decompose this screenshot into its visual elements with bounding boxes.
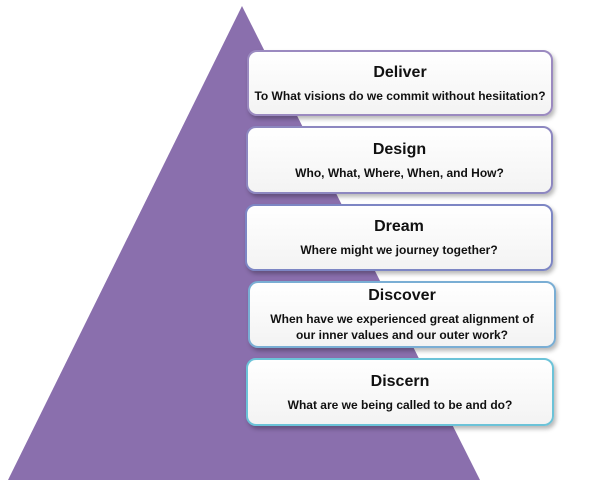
stage-discover-question: When have we experienced great alignment… [270,312,534,342]
stage-discover-title: Discover [368,287,436,304]
stage-discover-box: Discover When have we experienced great … [248,281,556,348]
stage-discern-box: Discern What are we being called to be a… [246,358,554,426]
stage-deliver-question: To What visions do we commit without hes… [254,88,546,103]
stage-design-question: Who, What, Where, When, and How? [295,165,504,180]
stage-discern-title: Discern [370,372,430,390]
stage-discern-question: What are we being called to be and do? [287,397,513,412]
stage-design-box: Design Who, What, Where, When, and How? [246,126,553,194]
stage-dream-question: Where might we journey together? [300,243,498,257]
stage-dream-box: Dream Where might we journey together? [245,204,553,271]
stage-deliver-box: Deliver To What visions do we commit wit… [247,50,553,116]
stage-design-title: Design [372,140,427,158]
stage-dream-title: Dream [374,218,424,235]
stage-deliver-title: Deliver [373,63,427,81]
